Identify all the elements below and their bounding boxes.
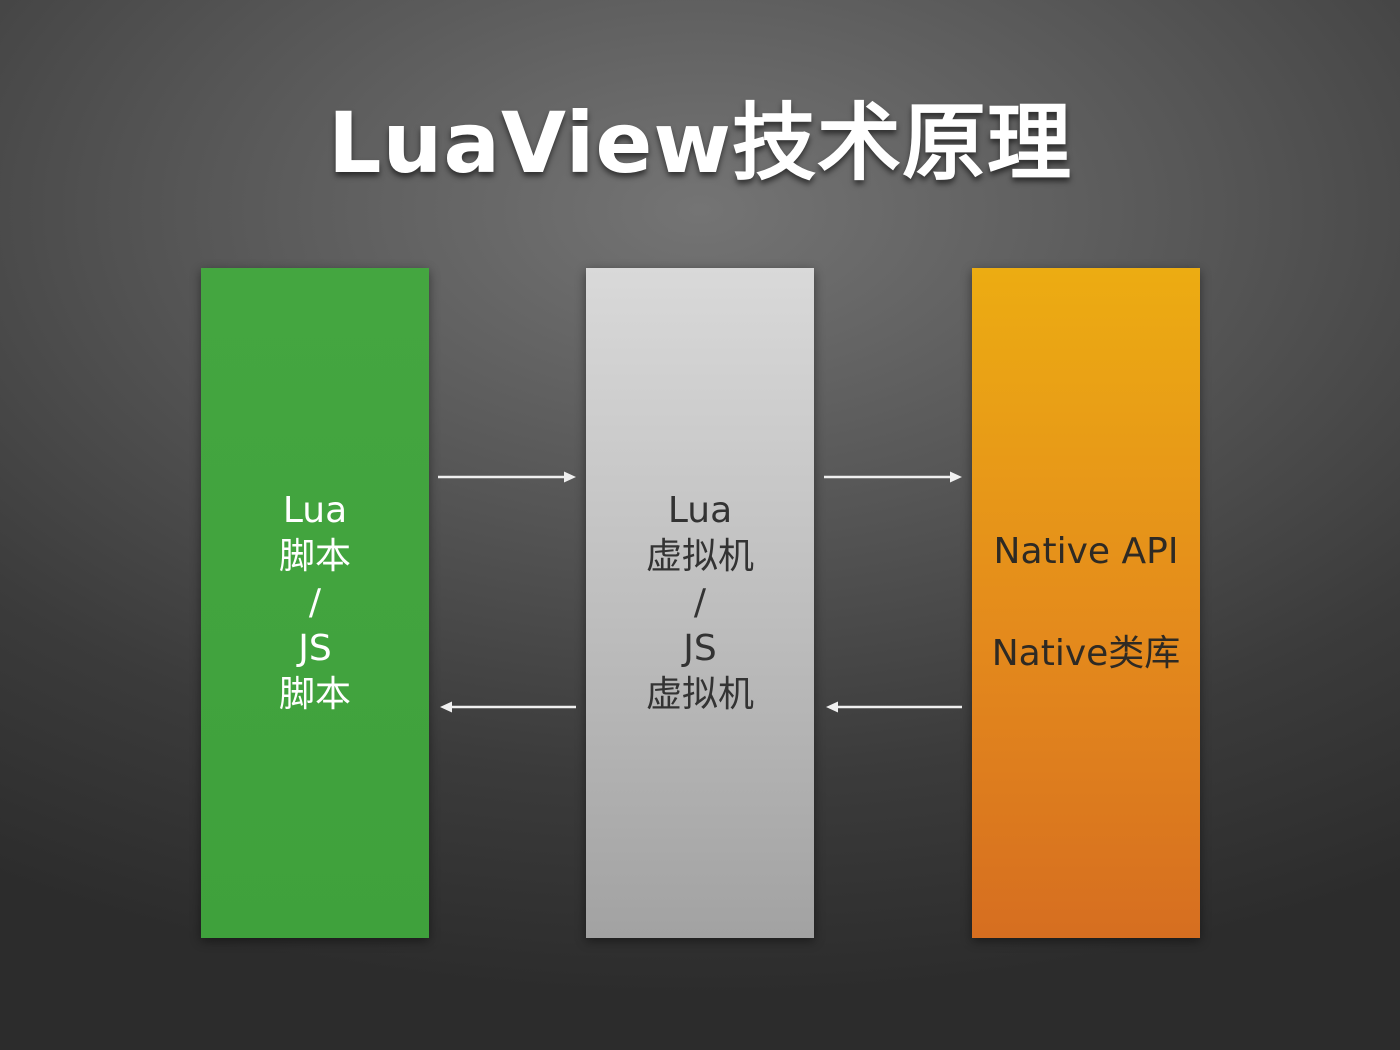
box-line: JS (683, 628, 717, 669)
lua-js-script-box: Lua 脚本 / JS 脚本 (201, 268, 429, 938)
box-line: Lua (282, 490, 348, 531)
box-line: JS (298, 628, 332, 669)
box-line: Lua (667, 490, 733, 531)
box-line: 脚本 (278, 674, 351, 715)
box-line: 脚本 (278, 536, 351, 577)
box-line: Native类库 (991, 633, 1181, 674)
slide-title: LuaView技术原理 (328, 94, 1072, 192)
arrow-right-icon (438, 471, 576, 483)
arrow-left-icon (826, 701, 962, 713)
box-line: Native API (993, 531, 1179, 572)
box-line: 虚拟机 (645, 536, 754, 577)
arrow-right-icon (824, 471, 962, 483)
lua-js-vm-box: Lua 虚拟机 / JS 虚拟机 (586, 268, 814, 938)
box-line: / (693, 582, 707, 623)
box-line: 虚拟机 (645, 674, 754, 715)
native-api-box: Native API Native类库 (972, 268, 1200, 938)
arrow-left-icon (440, 701, 576, 713)
box-line: / (308, 582, 322, 623)
